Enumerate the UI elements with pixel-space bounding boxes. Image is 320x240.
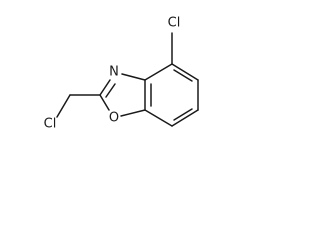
atom-label-n: N: [109, 65, 119, 80]
bond-c7-c7a: [144, 109, 173, 127]
bond-c3a-n: [121, 73, 146, 81]
chemical-structure-diagram: Cl N O Cl: [44, 16, 199, 132]
bond-c2-o: [99, 94, 110, 111]
bond-c4-c5-inner: [173, 69, 193, 82]
bond-c3a-c4: [144, 63, 173, 81]
bond-c4-c5: [171, 63, 199, 81]
bond-o-c7a: [120, 109, 146, 117]
bond-n-c2-inner: [105, 83, 116, 98]
atom-label-cl-left: Cl: [44, 117, 57, 132]
atom-label-o: O: [109, 111, 119, 126]
atom-labels: Cl N O Cl: [44, 16, 181, 132]
bond-ch2-cl: [56, 94, 71, 118]
atom-label-cl-top: Cl: [168, 16, 181, 31]
bonds: [56, 32, 199, 127]
bond-n-c2: [99, 79, 111, 96]
bond-c6-c7: [171, 109, 199, 127]
bond-c6-c7-inner: [173, 108, 193, 121]
